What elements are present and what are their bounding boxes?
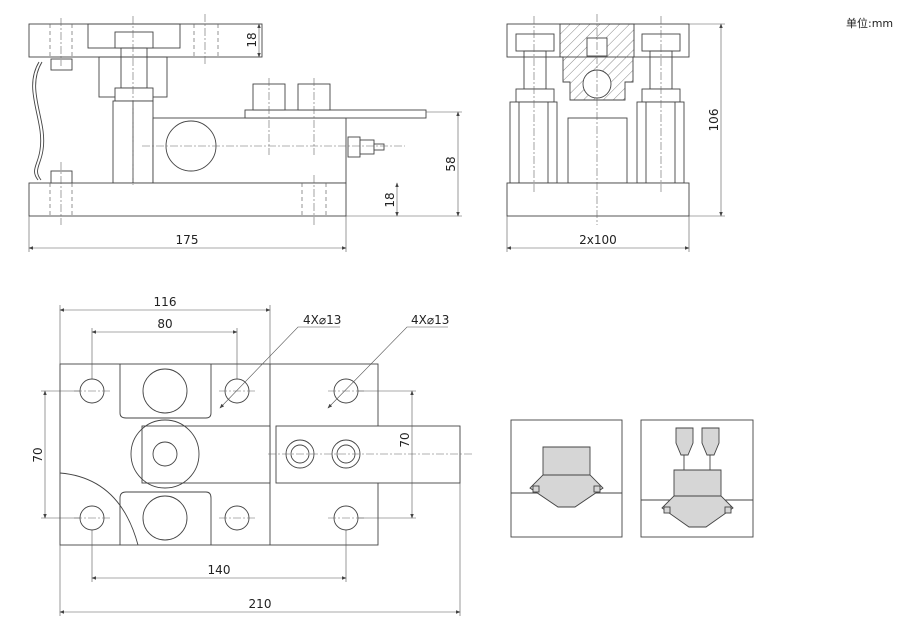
ground-strap xyxy=(32,61,42,181)
hole-callout-right: 4X⌀13 xyxy=(411,313,449,327)
dim-base-plate: 18 xyxy=(383,192,397,207)
install-diagram-single xyxy=(510,419,623,538)
bracket-plate xyxy=(244,109,427,119)
dim-height-106: 106 xyxy=(707,109,721,132)
base-plate xyxy=(506,182,690,217)
hole-callout-left: 4X⌀13 xyxy=(303,313,341,327)
side-view: 18 18 58 175 xyxy=(28,14,462,252)
dim-length-175: 175 xyxy=(176,233,199,247)
dim-width-2x100: 2x100 xyxy=(579,233,617,247)
column xyxy=(636,101,685,184)
dim-70-right: 70 xyxy=(398,432,412,447)
unit-label: 单位:mm xyxy=(846,17,894,30)
dim-70-left: 70 xyxy=(31,447,45,462)
nut xyxy=(114,31,154,49)
dim-116: 116 xyxy=(154,295,177,309)
nut xyxy=(515,33,555,52)
column xyxy=(509,101,558,184)
nut xyxy=(114,87,154,102)
plan-view: 116 80 70 70 140 210 4X⌀13 4X⌀13 xyxy=(31,295,472,616)
dim-height-58: 58 xyxy=(444,156,458,171)
cable-connector xyxy=(347,136,361,158)
front-view: 106 2x100 xyxy=(506,14,725,252)
dim-140: 140 xyxy=(208,563,231,577)
mounting-bar xyxy=(275,425,461,484)
load-cell-body xyxy=(567,117,628,184)
dim-210: 210 xyxy=(249,597,272,611)
dim-top-plate: 18 xyxy=(245,32,259,47)
install-diagram-double xyxy=(640,419,754,538)
dim-80: 80 xyxy=(157,317,172,331)
load-cell-beam xyxy=(152,117,347,184)
base-plate xyxy=(28,182,347,217)
